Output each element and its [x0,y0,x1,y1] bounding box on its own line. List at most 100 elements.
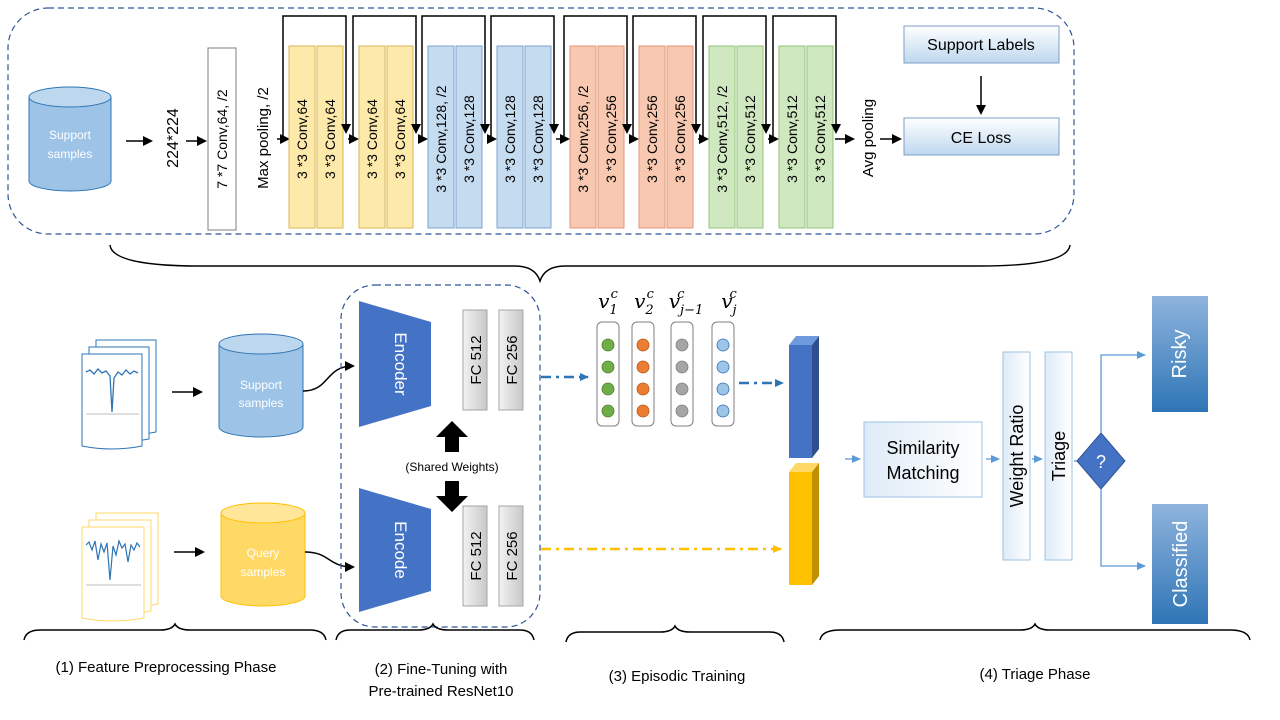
risky-label: Risky [1169,330,1191,379]
fc256-top: FC 256 [498,309,524,411]
conv-layer [386,45,414,229]
conv-layer-label: 3 *3 Conv,128, /2 [433,85,449,192]
input-size-label: 224*224 [165,108,182,168]
fc256-bottom-label: FC 256 [504,531,521,580]
conv-layer [455,45,483,229]
skip-connection-arrow [490,15,559,139]
encoder-bottom: Encode [359,488,431,612]
top-support-label-2: samples [48,147,93,161]
conv-layer-label: 3 *3 Conv,256 [603,95,619,183]
conv-layer [638,45,666,229]
vector-label: v1c [598,287,619,318]
conv-layer-label: 3 *3 Conv,128 [530,95,546,183]
vector-element-dot [601,360,615,374]
shared-weights-label: (Shared Weights) [405,460,498,474]
conv-layer-label: 3 *3 Conv,64 [364,99,380,179]
ce-loss-box: CE Loss [903,117,1060,156]
query-cylinder-label-2: samples [241,565,286,579]
vector-4: vjc [711,287,738,427]
skip-connection-arrow [421,15,490,139]
phase4-brace [819,622,1251,641]
top-support-label-1: Support [49,128,92,142]
vector-element-dot [716,338,730,352]
fc512-top: FC 512 [462,309,488,411]
vector-label: vjc [721,287,737,318]
support-to-encoder-curve [302,361,355,392]
conv-layer [806,45,834,229]
support-cylinder-label-1: Support [240,378,283,392]
resnet-block-1: 3 *3 Conv,64 3 *3 Conv,64 [282,15,359,229]
conv-layer [569,45,597,229]
resnet-panel [7,7,1075,235]
query-embedding-bar [789,463,819,585]
ce-loss-text: CE Loss [951,130,1011,147]
conv-layer-label: 3 *3 Conv,256, /2 [575,85,591,192]
conv-layer [358,45,386,229]
phase2-label-1: (2) Fine-Tuning with [375,661,508,678]
vector-element-dot [716,404,730,418]
encoder-top-label: Encoder [391,332,410,396]
phase2-label-2: Pre-trained ResNet10 [368,683,513,700]
fc512-bottom: FC 512 [462,505,488,607]
skip-connection-arrow [632,15,701,139]
vector-2: v2c [631,287,655,427]
skip-connection-arrow [352,15,421,139]
resnet-block-5: 3 *3 Conv,256, /2 3 *3 Conv,256 [563,15,639,229]
classified-box: Classified [1152,504,1208,624]
support-embedding-bar [789,336,819,458]
conv-layer-label: 3 *3 Conv,512 [784,95,800,183]
vector-element-dot [636,404,650,418]
phase3-brace [565,624,785,643]
decision-diamond: ? [1076,432,1126,490]
fc512-bottom-label: FC 512 [468,531,485,580]
arrow-to-classified [1100,489,1146,570]
skip-connection-arrow [772,15,841,139]
encoder-top: Encoder [359,301,431,427]
shared-down-arrow [436,481,468,512]
triage-box: Triage [1044,351,1073,561]
conv-layer [427,45,455,229]
top-support-cylinder: Support samples [28,86,112,192]
skip-connection-arrow [702,15,771,139]
similarity-matching-box: Similarity Matching [863,421,983,498]
conv-layer [736,45,764,229]
conv-layer-label: 3 *3 Conv,64 [294,99,310,179]
vector-element-dot [675,360,689,374]
fc512-top-label: FC 512 [468,335,485,384]
vector-label: v2c [634,287,655,318]
conv-layer-label: 3 *3 Conv,64 [322,99,338,179]
conv-layer [496,45,524,229]
weight-ratio-label: Weight Ratio [1007,405,1027,508]
vector-element-dot [675,382,689,396]
conv-layer-label: 3 *3 Conv,64 [392,99,408,179]
phase1-label: (1) Feature Preprocessing Phase [56,659,277,676]
vector-element-dot [636,338,650,352]
top-panel-brace [109,244,1071,284]
query-document-stack [81,512,159,622]
resnet-block-2: 3 *3 Conv,64 3 *3 Conv,64 [352,15,428,229]
triage-label: Triage [1049,431,1069,481]
conv7-label: 7 *7 Conv,64, /2 [214,89,230,189]
vector-element-dot [601,338,615,352]
vector-element-dot [716,382,730,396]
vector-element-dot [636,382,650,396]
support-labels-box: Support Labels [903,25,1060,64]
query-cylinder-label-1: Query [247,546,280,560]
encoder-bottom-label: Encode [391,521,410,579]
vector-element-dot [601,404,615,418]
phase4-label: (4) Triage Phase [980,666,1091,683]
conv-layer-label: 3 *3 Conv,512 [812,95,828,183]
arrow-to-risky [1100,351,1146,433]
query-cylinder: Query samples [220,502,306,607]
fc256-top-label: FC 256 [504,335,521,384]
finetune-panel [340,284,541,628]
conv-layer-label: 3 *3 Conv,512, /2 [714,85,730,192]
phase3-label: (3) Episodic Training [609,668,746,685]
